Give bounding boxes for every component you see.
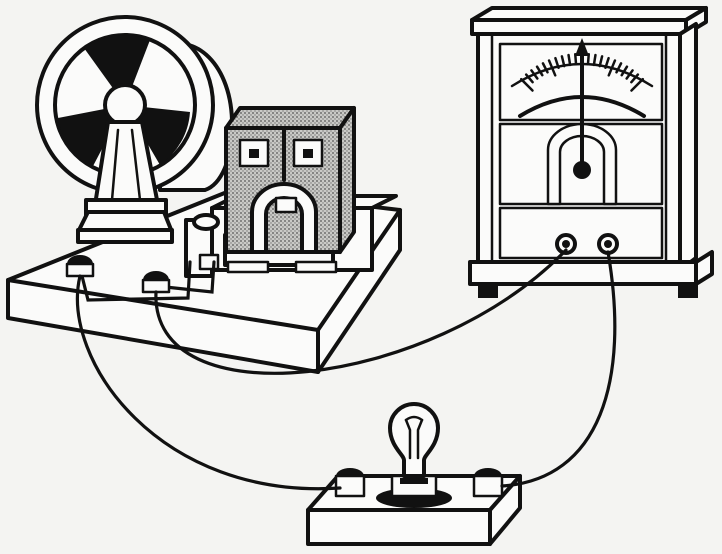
meter-scale-tick: [547, 59, 557, 77]
lamp-terminals: [334, 468, 504, 498]
meter-scale-tick: [620, 65, 629, 77]
generator-terminals: [65, 255, 216, 302]
horseshoe-magnet-icon: [210, 106, 398, 274]
meter-scale-tick: [541, 62, 549, 74]
meter-scale-tick: [567, 53, 572, 67]
connecting-wires: [75, 248, 617, 491]
meter-scale-tick: [615, 62, 623, 74]
meter-scale-tick: [535, 65, 544, 77]
meter-scale-tick: [630, 77, 645, 92]
meter-scale-tick: [519, 77, 534, 92]
meter-scale-tick: [604, 56, 610, 69]
meter-scale-tick: [530, 69, 539, 80]
meter-scale-tick: [607, 59, 617, 77]
meter-scale-tick: [560, 55, 566, 68]
meter-scale-tick: [625, 69, 634, 80]
meter-scale-tick: [598, 55, 604, 68]
meter-scale-tick: [554, 56, 560, 69]
hand-crank-generator-icon: [35, 15, 235, 244]
meter-scale-tick: [592, 53, 597, 67]
light-bulb-icon: [376, 402, 452, 508]
meter-scale-tick: [630, 73, 640, 84]
galvanometer-icon: [468, 6, 714, 298]
meter-scale-tick: [524, 73, 534, 84]
